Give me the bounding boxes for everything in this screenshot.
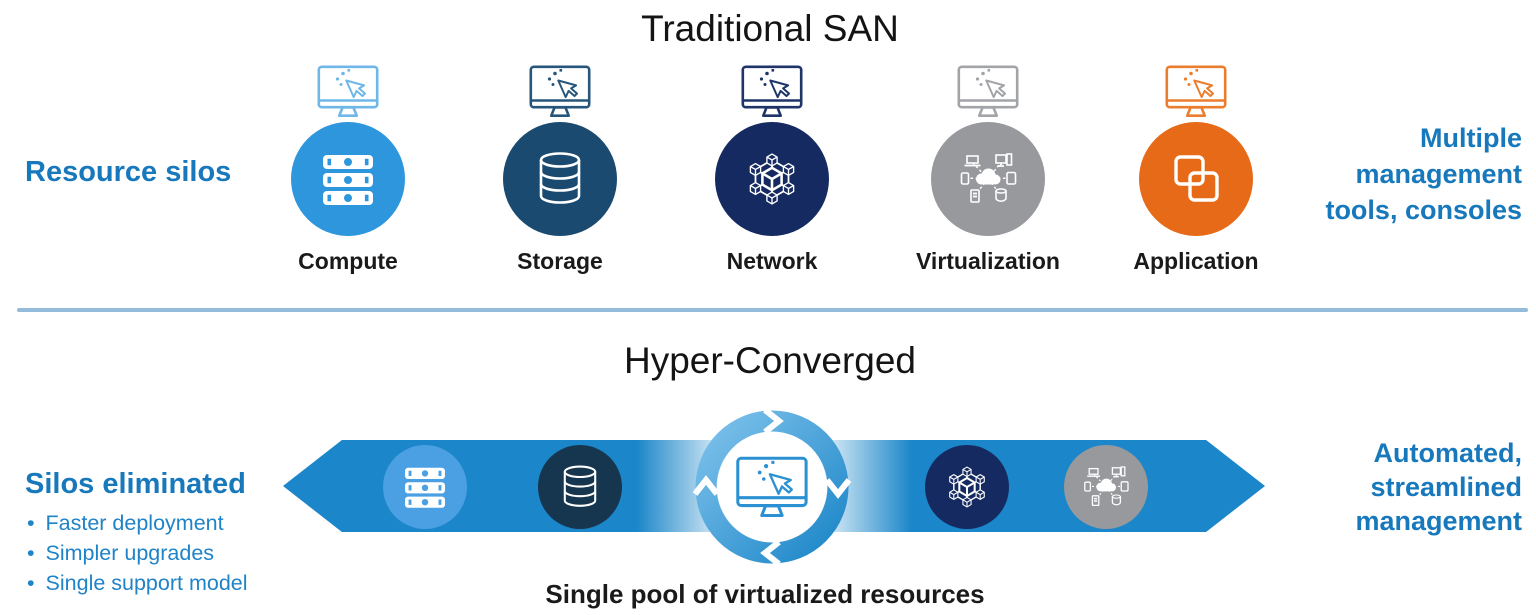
pool-storage-circle xyxy=(538,445,622,529)
bullet-faster-deployment: Faster deployment xyxy=(27,508,248,538)
silo-application: Application xyxy=(1116,64,1276,275)
server-rack-icon xyxy=(401,463,449,511)
silo-storage: Storage xyxy=(480,64,640,275)
network-cubes-icon xyxy=(943,463,991,511)
pool-virtualization-circle xyxy=(1064,445,1148,529)
database-icon xyxy=(530,149,590,209)
network-cubes-icon xyxy=(742,149,802,209)
storage-label: Storage xyxy=(517,248,603,274)
storage-circle xyxy=(503,122,617,236)
silo-compute: Compute xyxy=(268,64,428,275)
monitor-cursor-icon xyxy=(316,64,380,120)
automated-management-label: Automated, streamlined management xyxy=(1355,438,1522,536)
single-pool-caption: Single pool of virtualized resources xyxy=(545,579,985,609)
pool-network-circle xyxy=(925,445,1009,529)
silo-network: Network xyxy=(692,64,852,275)
monitor-cursor-icon xyxy=(1164,64,1228,120)
network-label: Network xyxy=(726,248,818,274)
resource-silos-label: Resource silos xyxy=(25,156,232,188)
server-rack-icon xyxy=(318,149,378,209)
compute-circle xyxy=(291,122,405,236)
monitor-cursor-icon xyxy=(956,64,1020,120)
database-icon xyxy=(556,463,604,511)
cloud-devices-icon xyxy=(1082,463,1130,511)
bullet-simpler-upgrades: Simpler upgrades xyxy=(27,538,248,568)
cloud-devices-icon xyxy=(958,149,1018,209)
bullet-single-support-model: Single support model xyxy=(27,568,248,598)
pool-compute-circle xyxy=(383,445,467,529)
section-divider xyxy=(17,308,1528,312)
virtualization-label: Virtualization xyxy=(916,248,1060,274)
chevron-up-icon xyxy=(692,475,720,496)
monitor-cursor-icon xyxy=(528,64,592,120)
cycle-arrows-ring xyxy=(692,407,852,567)
application-label: Application xyxy=(1133,248,1259,274)
virtualization-circle xyxy=(931,122,1045,236)
monitor-cursor-icon xyxy=(740,64,804,120)
silo-virtualization: Virtualization xyxy=(908,64,1068,275)
multiple-management-label: Multiple management tools, consoles xyxy=(1325,123,1522,225)
chevron-down-icon xyxy=(824,478,852,499)
hyper-converged-title: Hyper-Converged xyxy=(623,340,917,381)
compute-label: Compute xyxy=(298,248,398,274)
chevron-left-icon xyxy=(760,539,781,567)
application-circle xyxy=(1139,122,1253,236)
overlapping-apps-icon xyxy=(1166,149,1226,209)
silos-eliminated-label: Silos eliminated xyxy=(25,468,246,500)
chevron-right-icon xyxy=(763,407,784,435)
traditional-san-title: Traditional SAN xyxy=(641,8,899,49)
ring-inner-circle xyxy=(717,432,827,542)
network-circle xyxy=(715,122,829,236)
benefits-list: Faster deployment Simpler upgrades Singl… xyxy=(27,508,248,598)
